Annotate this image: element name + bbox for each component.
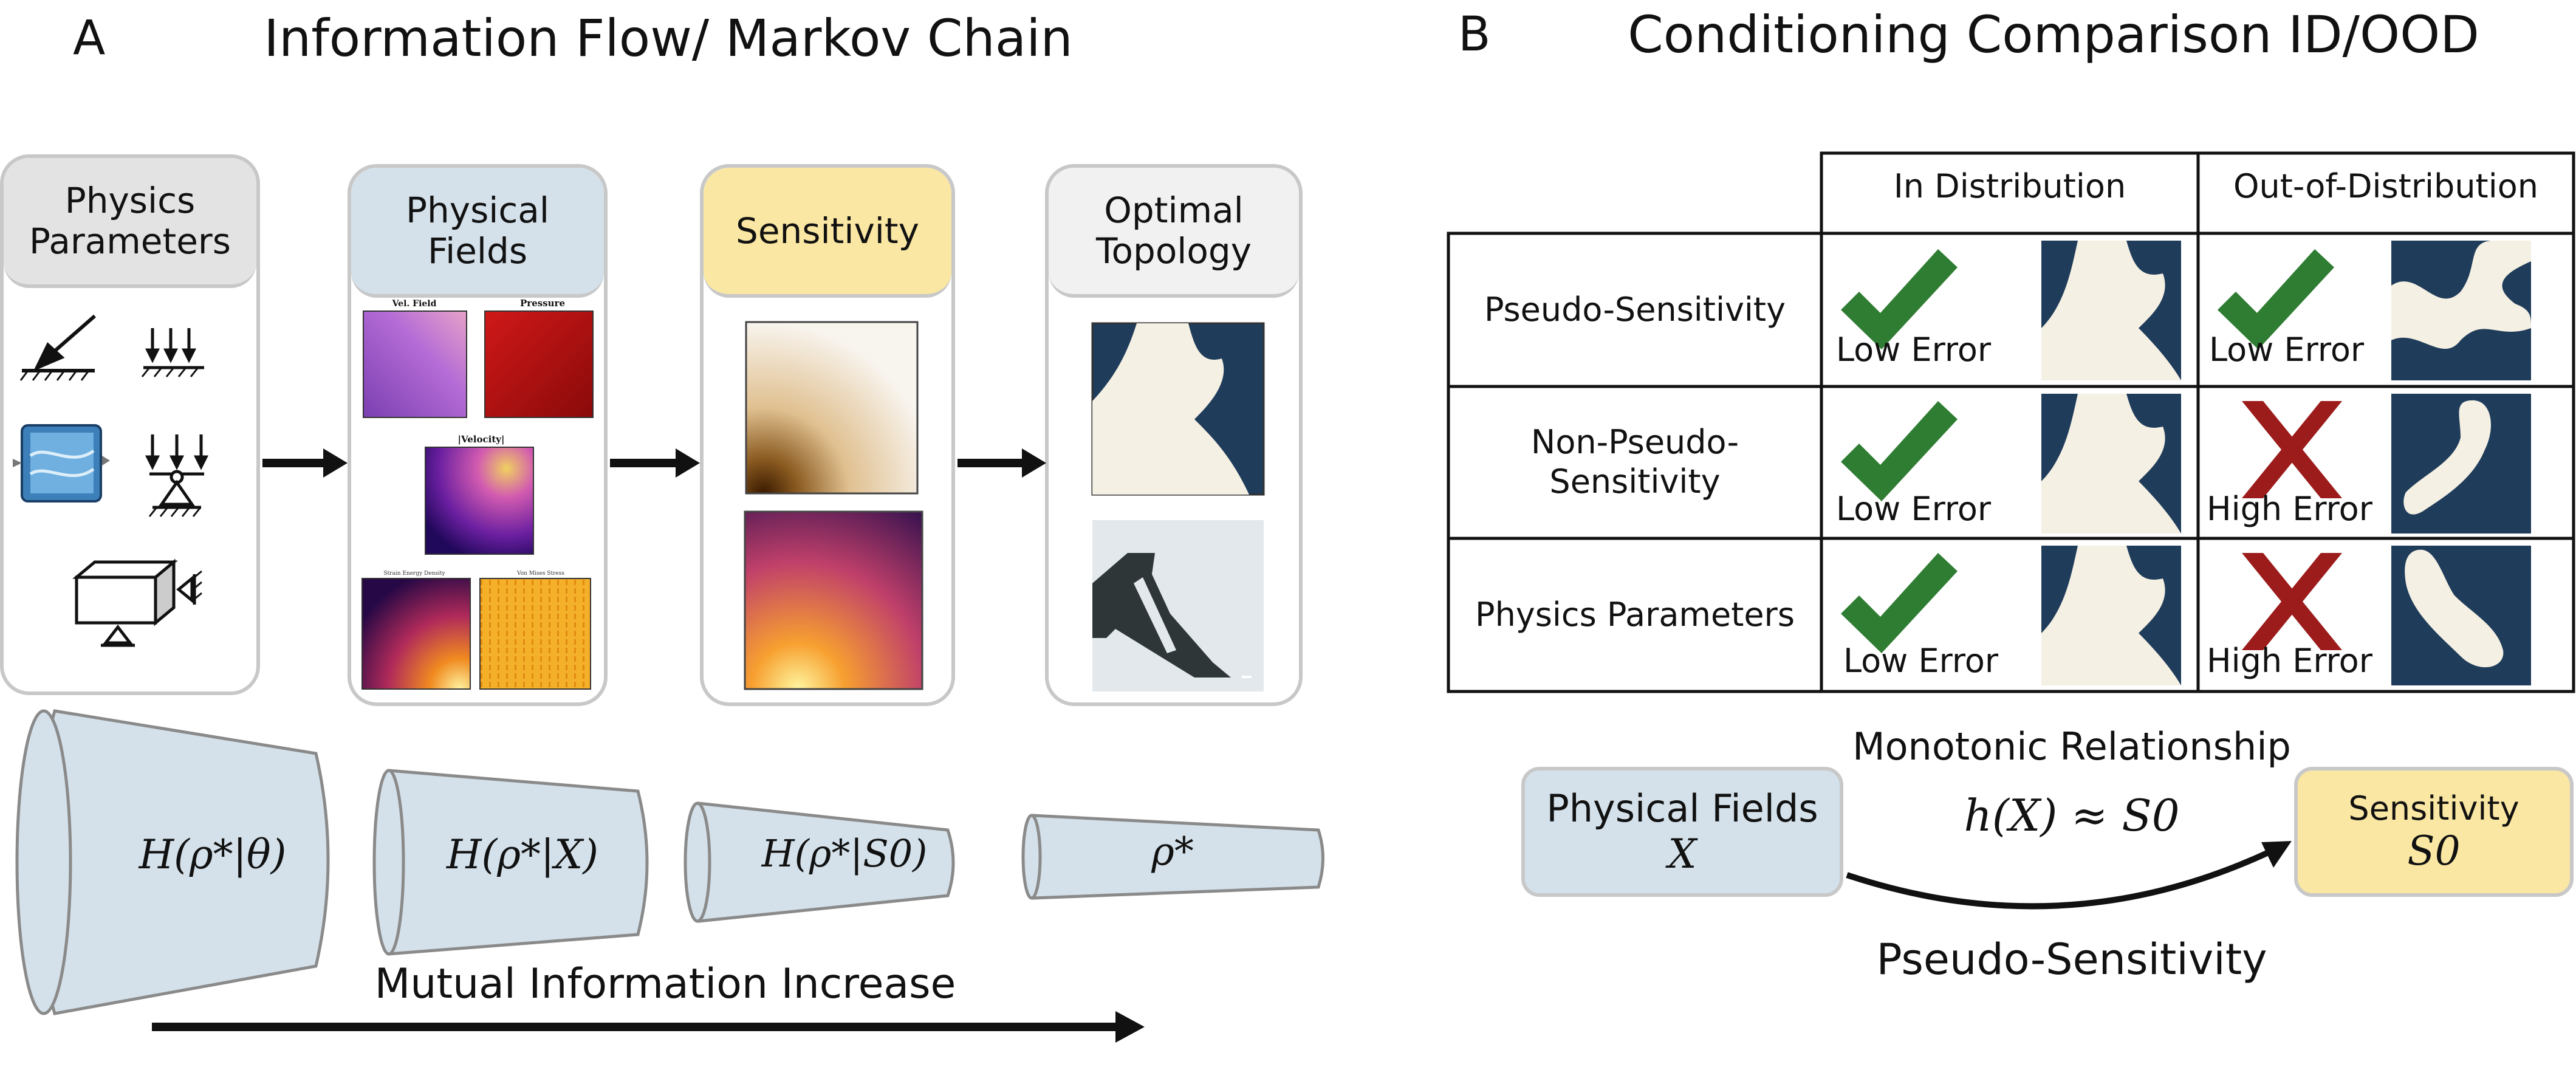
funnel-theta bbox=[15, 709, 330, 1015]
optimal-topology-header: Optimal Topology bbox=[1049, 168, 1299, 298]
row-label-pseudo-sensitivity: Pseudo-Sensitivity bbox=[1484, 290, 1786, 329]
row-label-non-pseudo-sensitivity: Non-Pseudo- Sensitivity bbox=[1530, 423, 1739, 501]
pressure-label: Pressure bbox=[520, 298, 565, 309]
entropy-label-theta: H(ρ*|θ) bbox=[139, 831, 287, 878]
entropy-label-x: H(ρ*|X) bbox=[446, 831, 599, 878]
error-label-r1-id: Low Error bbox=[1836, 331, 1992, 369]
physics-parameter-icons bbox=[13, 314, 209, 647]
check-icon bbox=[1841, 553, 1958, 653]
error-label-r1-ood: Low Error bbox=[2209, 331, 2365, 369]
check-icon bbox=[1841, 401, 1958, 501]
entropy-label-rho: ρ* bbox=[1151, 829, 1194, 874]
fluid-topology-shape bbox=[1092, 323, 1249, 495]
fluid-channel-icon bbox=[13, 424, 110, 503]
physical-fields-title: Physical Fields bbox=[406, 190, 549, 272]
physics-parameters-header: Physics Parameters bbox=[4, 158, 256, 288]
panel-a-letter: A bbox=[73, 11, 106, 66]
von-mises-image bbox=[479, 578, 591, 690]
sensitivity-field-image bbox=[745, 321, 919, 495]
error-label-r2-ood: High Error bbox=[2207, 490, 2372, 528]
vel-field-label: Vel. Field bbox=[392, 299, 437, 309]
check-icon bbox=[2218, 249, 2334, 349]
cross-icon bbox=[2242, 553, 2342, 650]
physical-fields-box: Physical Fields X bbox=[1521, 767, 1843, 897]
von-mises-label: Von Mises Stress bbox=[516, 571, 564, 577]
sensitivity-colormap-image bbox=[744, 510, 923, 690]
funnel-x bbox=[372, 769, 649, 956]
pin-support-load-icon bbox=[145, 434, 209, 517]
sensitivity-box-symbol: S0 bbox=[2407, 828, 2461, 874]
panel-a-title: Information Flow/ Markov Chain bbox=[264, 9, 1073, 68]
cross-icon bbox=[2242, 401, 2342, 498]
physical-fields-box-symbol: X bbox=[1668, 831, 1697, 877]
panel-b-title: Conditioning Comparison ID/OOD bbox=[1628, 5, 2479, 64]
error-label-r2-id: Low Error bbox=[1836, 490, 1992, 528]
sensitivity-box: Sensitivity S0 bbox=[2294, 767, 2574, 897]
column-header-out-of-distribution: Out-of-Distribution bbox=[2233, 166, 2538, 205]
row-label-physics-parameters: Physics Parameters bbox=[1475, 595, 1795, 634]
panel-b-letter: B bbox=[1458, 7, 1491, 62]
box-support-icon bbox=[72, 558, 202, 647]
sensitivity-card: Sensitivity bbox=[700, 164, 955, 706]
entropy-label-s0: H(ρ*|S0) bbox=[761, 831, 928, 876]
check-icon bbox=[1841, 249, 1958, 349]
sensitivity-header: Sensitivity bbox=[704, 168, 951, 298]
error-label-r3-id: Low Error bbox=[1843, 642, 1999, 680]
funnel-s0 bbox=[683, 801, 955, 923]
distributed-load-icon bbox=[141, 328, 204, 377]
physics-parameters-title: Physics Parameters bbox=[29, 180, 231, 262]
velocity-magnitude-label: |Velocity| bbox=[458, 434, 505, 445]
velocity-magnitude-image bbox=[425, 447, 534, 555]
funnel-rho bbox=[1021, 814, 1324, 900]
physical-fields-header: Physical Fields bbox=[351, 168, 604, 298]
column-header-in-distribution: In Distribution bbox=[1893, 166, 2126, 205]
vel-field-image bbox=[363, 310, 467, 418]
strain-energy-label: Strain Energy Density bbox=[383, 571, 445, 577]
physical-fields-box-title: Physical Fields bbox=[1546, 786, 1818, 831]
error-label-r3-ood: High Error bbox=[2207, 642, 2372, 680]
sensitivity-box-title: Sensitivity bbox=[2348, 789, 2519, 828]
structural-topology-shape bbox=[1092, 553, 1231, 678]
physics-parameters-card: Physics Parameters bbox=[0, 154, 260, 695]
pressure-image bbox=[484, 310, 594, 418]
mutual-information-caption: Mutual Information Increase bbox=[374, 960, 956, 1008]
sensitivity-images bbox=[744, 321, 923, 690]
monotonic-relationship-label: Monotonic Relationship bbox=[1852, 724, 2291, 769]
physical-fields-images: Vel. Field Pressure |Velocity| Strain En… bbox=[361, 298, 594, 690]
optimal-topology-title: Optimal Topology bbox=[1095, 190, 1252, 272]
pseudo-sensitivity-label: Pseudo-Sensitivity bbox=[1876, 935, 2267, 984]
angled-load-icon bbox=[19, 314, 96, 381]
strain-energy-image bbox=[361, 578, 471, 690]
entropy-funnels bbox=[15, 709, 1324, 1015]
relationship-equation: h(X) ≈ S0 bbox=[1964, 790, 2180, 841]
optimal-topology-images bbox=[1091, 322, 1265, 691]
physical-fields-card: Physical Fields Vel. Field Pressure |Vel… bbox=[348, 164, 608, 706]
sensitivity-title: Sensitivity bbox=[736, 210, 919, 252]
optimal-topology-card: Optimal Topology bbox=[1045, 164, 1303, 706]
